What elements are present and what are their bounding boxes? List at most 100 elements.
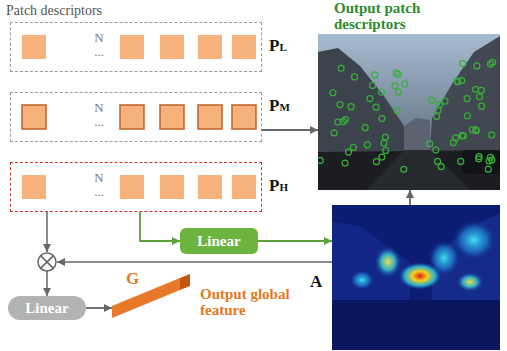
descriptor-dot [479, 103, 485, 109]
descriptor-square [232, 175, 256, 199]
descriptor-dot [401, 166, 407, 172]
descriptor-square [160, 105, 184, 129]
descriptor-square [22, 35, 46, 59]
descriptor-square [232, 105, 256, 129]
descriptor-dot [335, 119, 341, 125]
descriptor-dot [373, 159, 379, 165]
map-ground [332, 205, 500, 350]
descriptor-dot [485, 166, 491, 172]
node-label: Linear [197, 233, 240, 250]
descriptor-dot [435, 107, 441, 113]
descriptor-dot [459, 78, 465, 84]
wire [46, 271, 48, 296]
descriptor-dot [382, 134, 388, 140]
node-text: ... [83, 45, 115, 59]
descriptor-dot [437, 102, 443, 108]
linear-box: Linear [8, 296, 86, 320]
descriptor-dot [433, 147, 439, 153]
descriptor-dot [383, 148, 389, 154]
descriptor-dot [378, 89, 384, 95]
node-text: ... [83, 185, 115, 199]
descriptor-dot [373, 104, 379, 110]
global-feature: GOutput global feature [112, 270, 196, 330]
heat-blob [398, 262, 442, 290]
linear-box: Linear [180, 228, 258, 254]
descriptor-dot [427, 141, 433, 147]
descriptor-dot [459, 133, 465, 139]
node-label: PL [269, 37, 287, 56]
descriptor-dot [395, 71, 401, 77]
descriptor-band: PHN... [10, 162, 262, 212]
descriptor-dot [434, 113, 440, 119]
descriptor-square [160, 175, 184, 199]
node-label: Linear [25, 300, 68, 317]
node-label: A [310, 273, 322, 292]
descriptor-dot [331, 130, 337, 136]
descriptor-dot [379, 116, 385, 122]
bar-face [180, 274, 190, 290]
output-image: Output patch descriptors [318, 34, 500, 190]
descriptor-dot [342, 160, 348, 166]
descriptor-dot [464, 96, 470, 102]
descriptor-square [120, 105, 144, 129]
attention-image: A [332, 205, 500, 350]
node-text: N [83, 171, 115, 185]
descriptor-squares [22, 35, 256, 199]
far-building [404, 118, 430, 152]
descriptor-dot [469, 127, 475, 133]
descriptor-dot [429, 97, 435, 103]
descriptor-dot [338, 65, 344, 71]
descriptor-dot [346, 149, 352, 155]
node-text: Output global feature [200, 286, 300, 318]
street-image [318, 34, 500, 190]
descriptor-square [120, 35, 144, 59]
descriptor-dot [460, 61, 466, 67]
descriptor-square [160, 35, 184, 59]
attention-map [332, 205, 500, 350]
connector-arrow [140, 212, 180, 241]
left-buildings [318, 48, 404, 160]
descriptor-dot [474, 63, 480, 69]
connector-arrow [262, 129, 318, 131]
node-label: PH [269, 177, 288, 196]
descriptor-dot [402, 81, 408, 87]
multiply-symbol [41, 256, 54, 269]
descriptor-dot [486, 158, 492, 164]
wire [57, 261, 332, 263]
descriptor-dot [488, 61, 494, 67]
descriptor-dot [342, 117, 348, 123]
bar-face [112, 278, 180, 318]
descriptor-square [22, 175, 46, 199]
descriptor-dot [318, 157, 323, 163]
descriptor-square [198, 35, 222, 59]
descriptor-dot [450, 140, 456, 146]
descriptor-dot [362, 125, 368, 131]
descriptor-dot [350, 144, 356, 150]
node-text: ... [83, 115, 115, 129]
descriptor-dot [381, 140, 387, 146]
heat-blob [350, 270, 374, 290]
heat-blob [456, 272, 484, 292]
descriptor-square [120, 175, 144, 199]
descriptor-dot [476, 94, 482, 100]
heat-blob [374, 246, 402, 278]
node-text: N [83, 31, 115, 45]
descriptor-dot [367, 96, 373, 102]
descriptor-dot [478, 87, 484, 93]
node-text: N [83, 101, 115, 115]
multiply-symbol [41, 256, 54, 269]
node-label: PM [269, 97, 290, 116]
right-buildings [430, 36, 500, 158]
descriptor-dot [395, 89, 401, 95]
descriptor-dot [473, 86, 479, 92]
wire [46, 212, 48, 252]
descriptor-dot [330, 90, 336, 96]
descriptor-dot [394, 107, 400, 113]
descriptor-band: PMN... [10, 92, 262, 142]
descriptor-dot [348, 104, 354, 110]
descriptor-square [198, 105, 222, 129]
descriptor-square [198, 175, 222, 199]
node-label: G [126, 270, 139, 289]
descriptor-dot [438, 164, 444, 170]
